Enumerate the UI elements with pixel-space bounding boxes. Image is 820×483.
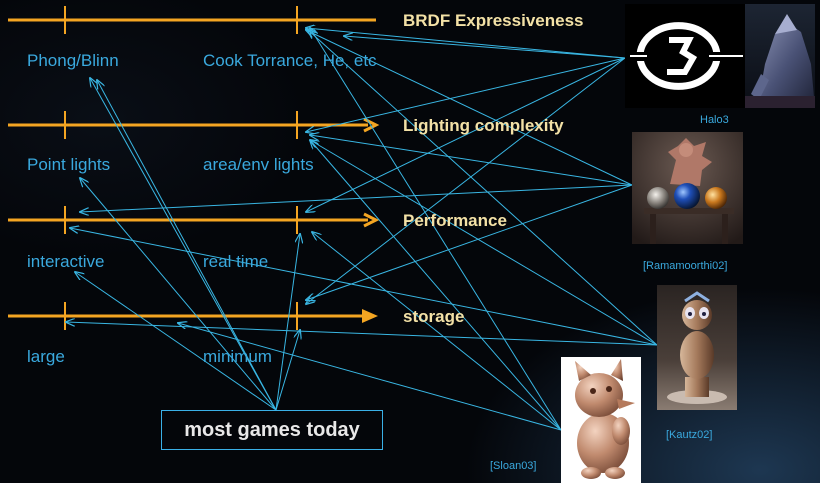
halo3-image bbox=[625, 4, 815, 108]
label-interactive: interactive bbox=[27, 252, 105, 271]
ramamoorthi02-caption: [Ramamoorthi02] bbox=[643, 260, 728, 272]
label-area-env-lights: area/env lights bbox=[203, 155, 314, 174]
label-real-time: real time bbox=[203, 252, 269, 271]
most-games-today-box: most games today bbox=[161, 410, 383, 450]
ramamoorthi02-image bbox=[632, 132, 743, 244]
axis-storage bbox=[8, 302, 378, 330]
axis-title-storage: storage bbox=[403, 307, 465, 326]
axis-brdf bbox=[8, 6, 376, 34]
axis-lighting bbox=[8, 111, 380, 139]
label-point-lights: Point lights bbox=[27, 155, 111, 174]
label-phong-blinn: Phong/Blinn bbox=[27, 51, 119, 70]
axis-performance bbox=[8, 206, 380, 234]
halo3-caption: Halo3 bbox=[700, 114, 729, 126]
label-cook-torrance: Cook Torrance, He, etc bbox=[203, 51, 377, 70]
axis-title-brdf: BRDF Expressiveness bbox=[403, 11, 584, 30]
sloan03-caption: [Sloan03] bbox=[490, 460, 537, 472]
label-minimum: minimum bbox=[203, 347, 272, 366]
sloan03-image bbox=[561, 357, 641, 483]
axis-title-performance: Performance bbox=[403, 211, 507, 230]
axis-title-lighting: Lighting complexity bbox=[403, 116, 564, 135]
label-large: large bbox=[27, 347, 65, 366]
kautz02-image bbox=[657, 285, 737, 410]
kautz02-caption: [Kautz02] bbox=[666, 429, 713, 441]
